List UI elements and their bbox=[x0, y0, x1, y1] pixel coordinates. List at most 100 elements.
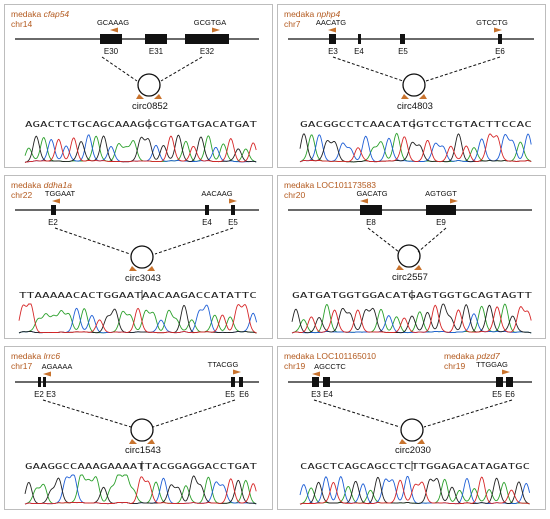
exon-label: E5 bbox=[398, 47, 408, 56]
exon-label: E6 bbox=[505, 390, 515, 399]
exon-box bbox=[496, 377, 503, 387]
exon-label: E6 bbox=[239, 390, 249, 399]
sequence-text: AGACTCTGCAGCAAAGGCGTGATGACATGAT bbox=[25, 120, 258, 129]
splice-line bbox=[154, 227, 234, 255]
sequence-text: TTAAAAACACTGGAATAACAAGACCATATTC bbox=[19, 291, 257, 300]
primer-seq: AGTGGT bbox=[425, 189, 457, 198]
chromatogram bbox=[18, 303, 258, 334]
primer-seq: TTGGAG bbox=[476, 360, 508, 369]
primer-seq: AACATG bbox=[316, 18, 346, 27]
circrna-circle bbox=[400, 418, 424, 442]
primer-arrow bbox=[399, 439, 407, 444]
exon-box bbox=[185, 34, 229, 44]
panel-graphic: medaka LOC101165010 chr19 medaka pdzd7 c… bbox=[284, 351, 532, 505]
circrna-circle bbox=[137, 73, 161, 97]
chromosome-label: chr7 bbox=[284, 19, 301, 29]
trace-A bbox=[299, 132, 532, 163]
primer-arrow bbox=[450, 198, 458, 204]
circrna-label: circ0852 bbox=[132, 101, 168, 112]
exon-label: E3 bbox=[46, 390, 56, 399]
primer-arrow bbox=[147, 266, 155, 271]
species-label: medaka LOC101165010 bbox=[284, 351, 376, 361]
exon-box bbox=[498, 34, 502, 44]
exon-box bbox=[426, 205, 456, 215]
panel-graphic: medaka ddha1a chr22 TGGAAT AACAAG E2 E4 … bbox=[11, 180, 259, 334]
primer-arrow bbox=[110, 27, 118, 33]
exon-label: E2 bbox=[48, 218, 58, 227]
primer-seq: GTCCTG bbox=[476, 18, 508, 27]
exon-box bbox=[205, 205, 209, 215]
primer-arrow bbox=[43, 371, 51, 377]
trace-C bbox=[24, 134, 257, 163]
primer-arrow bbox=[154, 94, 162, 99]
exon-label: E31 bbox=[149, 47, 164, 56]
trace-T bbox=[299, 476, 530, 505]
exon-box bbox=[51, 205, 56, 215]
exon-label: E2 bbox=[34, 390, 44, 399]
primer-arrow bbox=[147, 439, 155, 444]
exon-label: E5 bbox=[225, 390, 235, 399]
exon-label: E32 bbox=[200, 47, 215, 56]
species-label: medaka LOC101173583 bbox=[284, 180, 376, 190]
exon-box bbox=[329, 34, 336, 44]
trace-A bbox=[18, 308, 257, 334]
panel-cfap54: medaka cfap54 chr14 GCAAAG GCGTGA E30 E3… bbox=[4, 4, 273, 168]
species-label: medaka lrrc6 bbox=[11, 351, 60, 361]
exon-label: E4 bbox=[354, 47, 364, 56]
exon-box bbox=[239, 377, 243, 387]
primer-arrow bbox=[494, 27, 502, 33]
chromatogram bbox=[299, 475, 531, 505]
exon-box bbox=[506, 377, 513, 387]
panel-ddha1a: medaka ddha1a chr22 TGGAAT AACAAG E2 E4 … bbox=[4, 175, 273, 339]
circrna-label: circ3043 bbox=[125, 273, 161, 284]
splice-line bbox=[423, 399, 513, 428]
species-label: medaka nphp4 bbox=[284, 9, 341, 19]
chromosome-label: chr14 bbox=[11, 19, 33, 29]
chromosome-label-2: chr19 bbox=[444, 361, 466, 371]
exon-box bbox=[145, 34, 167, 44]
panel-nphp4: medaka nphp4 chr7 AACATG GTCCTG E3 E4 E5… bbox=[277, 4, 546, 168]
sequence-text: GACGGCCTCAACATGGTCCTGTACTTCCAC bbox=[300, 120, 532, 129]
primer-seq: AACAAG bbox=[201, 189, 232, 198]
primer-seq: AGAAAA bbox=[42, 362, 73, 371]
panel-LOC101173583: medaka LOC101173583 chr20 GACATG AGTGGT … bbox=[277, 175, 546, 339]
exon-box bbox=[358, 34, 361, 44]
primer-arrow bbox=[419, 94, 427, 99]
exon-label: E4 bbox=[202, 218, 212, 227]
circrna-circle bbox=[397, 244, 421, 268]
exon-box bbox=[360, 205, 382, 215]
exon-label: E8 bbox=[366, 218, 376, 227]
panel-LOC101165010: medaka LOC101165010 chr19 medaka pdzd7 c… bbox=[277, 346, 546, 510]
splice-line bbox=[54, 227, 131, 255]
chromosome-label: chr17 bbox=[11, 361, 33, 371]
species-label: medaka ddha1a bbox=[11, 180, 72, 190]
circrna-circle bbox=[402, 73, 426, 97]
primer-arrow bbox=[52, 198, 60, 204]
exon-box bbox=[231, 205, 235, 215]
trace-T bbox=[24, 476, 257, 505]
exon-label: E5 bbox=[492, 390, 502, 399]
chromosome-label: chr22 bbox=[11, 190, 33, 200]
primer-arrow bbox=[129, 266, 137, 271]
primer-seq: TGGAAT bbox=[45, 189, 76, 198]
trace-T bbox=[24, 135, 257, 163]
primer-arrow bbox=[233, 369, 241, 375]
exon-box bbox=[400, 34, 405, 44]
splice-line bbox=[152, 399, 236, 428]
species-label: medaka cfap54 bbox=[11, 9, 69, 19]
trace-G bbox=[291, 303, 532, 334]
chromatogram bbox=[24, 474, 257, 505]
primer-arrow bbox=[401, 94, 409, 99]
sequence-text: CAGCTCAGCAGCCTCTTGGAGACATAGATGC bbox=[300, 462, 530, 471]
exon-box bbox=[43, 377, 46, 387]
primer-arrow bbox=[229, 198, 237, 204]
trace-T bbox=[299, 133, 532, 163]
splice-line bbox=[101, 56, 138, 82]
primer-arrow bbox=[129, 439, 137, 444]
splice-line bbox=[313, 399, 401, 428]
panel-lrrc6: medaka lrrc6 chr17 AGAAAA TTACGG E2 E3 E… bbox=[4, 346, 273, 510]
chromatogram bbox=[24, 134, 257, 163]
splice-line bbox=[417, 227, 447, 253]
primer-seq: AGCCTC bbox=[314, 362, 346, 371]
